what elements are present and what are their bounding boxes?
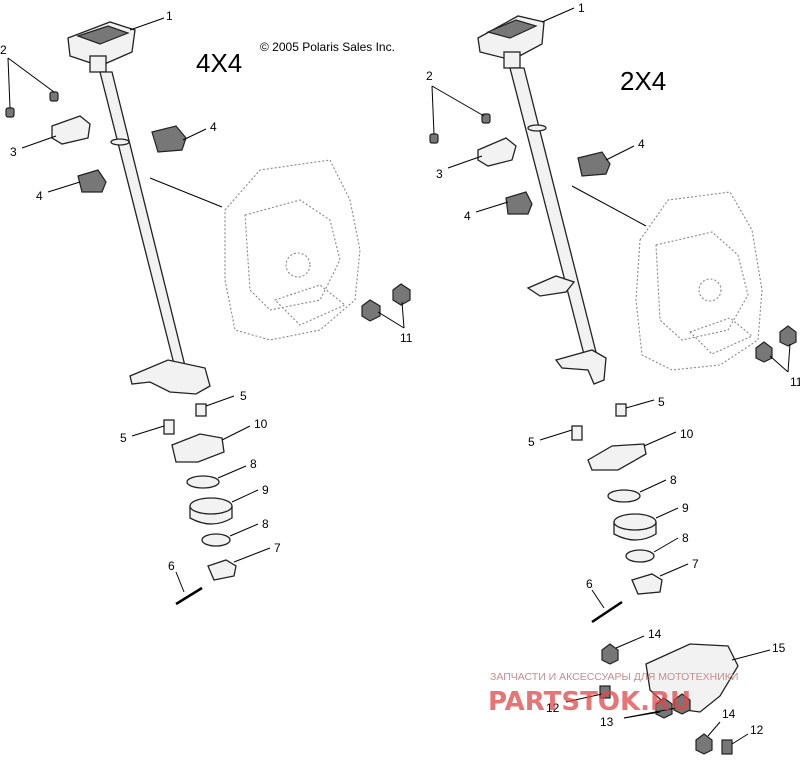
callout-right-13: 13: [600, 715, 614, 729]
part-6-cotter-pin-right: [591, 600, 623, 624]
callout-left-4b: 4: [36, 189, 43, 203]
watermark-logo: PARTSTOK.RU: [488, 687, 691, 717]
callout-right-5b: 5: [528, 435, 535, 449]
part-8-washer-upper-right: [607, 489, 641, 503]
part-9-bearing-left: [189, 497, 233, 525]
callout-left-5b: 5: [120, 431, 127, 445]
tube-clamp-ring-left: [110, 138, 130, 146]
callout-right-4b: 4: [464, 209, 471, 223]
part-11-nuts-left: [361, 283, 411, 322]
callout-left-9: 9: [262, 483, 269, 497]
callout-right-8a: 8: [670, 473, 677, 487]
part-steering-tube-left: [99, 71, 187, 373]
part-arm-mid-right: [526, 275, 576, 297]
part-2-bolts-left: [5, 91, 59, 118]
part-pitman-arm-left: [129, 359, 211, 395]
part-4-bushing-lower-left: [77, 169, 107, 193]
part-4-bushing-lower-right: [505, 191, 533, 215]
part-10-steering-arm-right: [587, 443, 647, 471]
callout-left-10: 10: [254, 417, 268, 431]
watermark-tagline: ЗАПЧАСТИ И АКСЕССУАРЫ ДЛЯ МОТОТЕХНИКИ: [490, 671, 738, 683]
frame-outline-right: [635, 191, 763, 371]
callout-right-4a: 4: [638, 137, 645, 151]
title-4x4: 4X4: [196, 48, 242, 78]
part-12-bolt-lower-right: [721, 739, 733, 755]
watermark: ЗАПЧАСТИ И АКСЕССУАРЫ ДЛЯ МОТОТЕХНИКИ PA…: [488, 671, 738, 717]
callout-right-14a: 14: [648, 627, 662, 641]
assembly-2x4: [429, 15, 797, 755]
part-4-bushing-upper-left: [151, 125, 187, 153]
part-14-nut-upper-right: [601, 643, 619, 665]
part-1-steering-post-head-right: [477, 15, 545, 69]
part-4-bushing-upper-right: [577, 151, 611, 177]
part-11-nuts-right: [755, 325, 797, 363]
copyright-text: © 2005 Polaris Sales Inc.: [260, 40, 395, 54]
callout-left-3: 3: [10, 145, 17, 159]
assembly-4x4: [5, 21, 411, 606]
title-2x4: 2X4: [620, 66, 666, 96]
part-6-cotter-pin-left: [175, 586, 203, 606]
part-7-nut-right: [631, 573, 663, 595]
part-steering-tube-right: [509, 67, 601, 371]
part-15-bracket-right: [645, 643, 739, 713]
callout-left-8b: 8: [262, 517, 269, 531]
callouts-right: 1 2 3 4 4 11 5 5 10 8 9 8 7 6 14 15: [426, 1, 800, 745]
part-12-bolt-upper-right: [599, 685, 611, 699]
callout-right-6: 6: [586, 577, 593, 591]
callouts-left: 1 2 3 4 4 11 5 5 10 8 9 8 7 6: [0, 9, 413, 593]
callout-right-11: 11: [790, 375, 800, 389]
callout-left-4a: 4: [210, 120, 217, 134]
tube-clamp-ring-right: [527, 124, 547, 132]
callout-right-3: 3: [436, 167, 443, 181]
callout-right-9: 9: [682, 501, 689, 515]
part-8-washer-lower-right: [625, 549, 655, 563]
callout-right-10: 10: [680, 427, 694, 441]
frame-outline-left: [224, 159, 361, 341]
part-8-washer-lower-left: [201, 533, 231, 547]
part-5-bolt-upper-left: [195, 403, 207, 417]
callout-right-8b: 8: [682, 531, 689, 545]
part-10-steering-arm-left: [171, 433, 225, 463]
part-3-clamp-right: [477, 137, 517, 167]
callout-left-8a: 8: [250, 457, 257, 471]
callout-left-6: 6: [168, 559, 175, 573]
part-9-bearing-right: [613, 513, 657, 541]
callout-right-7: 7: [692, 557, 699, 571]
part-2-bolts-right: [429, 113, 491, 144]
callout-left-5a: 5: [240, 389, 247, 403]
part-14-nut-lower-right: [695, 733, 713, 755]
part-pitman-arm-right: [554, 349, 607, 385]
part-1-steering-post-head-left: [67, 21, 136, 73]
callout-right-5a: 5: [658, 395, 665, 409]
callout-right-12a: 12: [546, 701, 560, 715]
part-8-washer-upper-left: [186, 475, 220, 489]
callout-left-2: 2: [0, 43, 7, 57]
callout-right-14b: 14: [722, 707, 736, 721]
part-5-bolt-lower-left: [163, 419, 175, 435]
part-5-bolt-lower-right: [571, 425, 583, 441]
callout-left-1: 1: [166, 9, 173, 23]
part-7-nut-left: [207, 559, 237, 581]
callout-right-2: 2: [426, 69, 433, 83]
callout-left-7: 7: [274, 541, 281, 555]
part-5-bolt-upper-right: [615, 403, 627, 417]
callout-right-12b: 12: [750, 723, 764, 737]
callout-right-1: 1: [578, 1, 585, 15]
callout-left-11: 11: [400, 331, 413, 345]
callout-right-15: 15: [772, 641, 786, 655]
part-3-clamp-left: [51, 115, 91, 145]
part-13-nuts-right: [655, 693, 691, 719]
